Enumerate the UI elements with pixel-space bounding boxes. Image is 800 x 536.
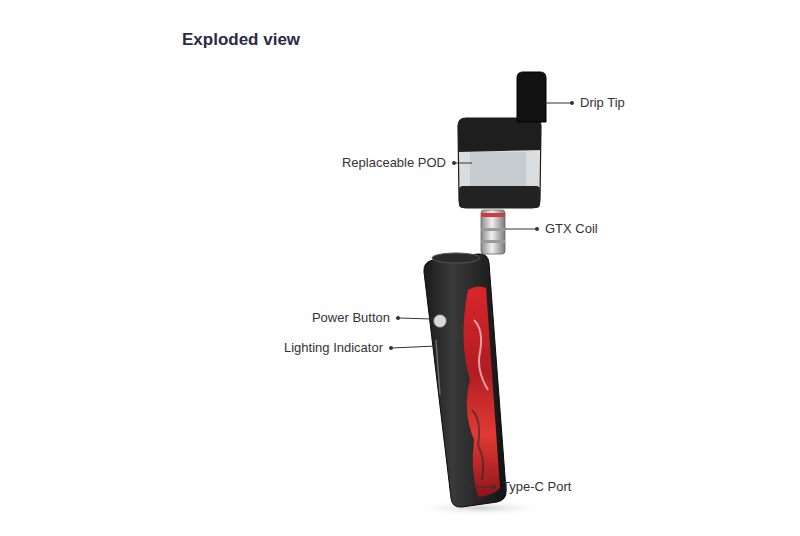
coil-ring (481, 213, 505, 217)
part-label: Replaceable POD (342, 155, 446, 171)
leader-line (462, 487, 493, 488)
body-top (432, 253, 480, 263)
leader-dot (570, 101, 574, 105)
leader-line (399, 318, 432, 319)
panel-swirl (474, 320, 488, 390)
pod-base (459, 186, 540, 208)
pod-window (470, 152, 526, 186)
coil-groove (481, 240, 505, 243)
indicator-strip (436, 340, 440, 395)
leader-line (392, 346, 436, 348)
leader-dot (396, 316, 400, 320)
part-label: GTX Coil (545, 221, 598, 237)
diagram-title: Exploded view (182, 29, 300, 51)
leader-dot (389, 346, 393, 350)
power-button (434, 315, 447, 328)
resin-panel (463, 286, 500, 497)
part-label: Drip Tip (580, 95, 625, 111)
part-label: Type-C Port (502, 479, 571, 495)
pod-top (458, 118, 541, 152)
coil-groove (481, 228, 505, 231)
leader-line (545, 103, 571, 104)
drip-tip (517, 72, 546, 122)
coil (481, 210, 505, 254)
leader-line (505, 229, 536, 230)
leader-dot (452, 161, 456, 165)
device-body (424, 254, 506, 507)
leader-dot (535, 227, 539, 231)
part-label: Power Button (312, 310, 390, 326)
leader-line (455, 163, 472, 164)
part-label: Lighting Indicator (284, 340, 383, 356)
leader-dot (492, 485, 496, 489)
panel-swirl (472, 410, 483, 480)
